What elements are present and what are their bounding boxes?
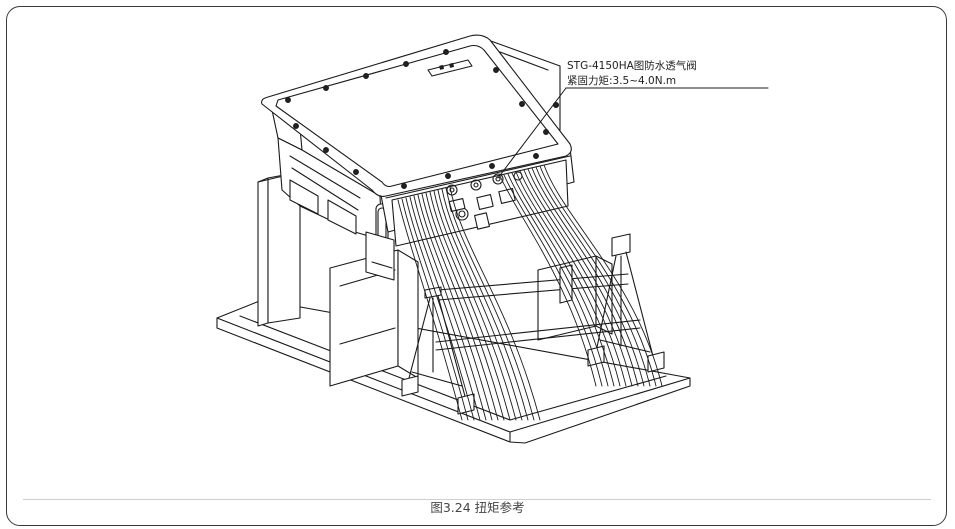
figure-caption: 图3.24 扭矩参考 bbox=[430, 500, 525, 515]
base-frame bbox=[216, 299, 691, 444]
valve-leader-line bbox=[497, 87, 769, 179]
cable-bundle-left bbox=[397, 186, 541, 421]
caption-divider bbox=[23, 499, 931, 500]
cable-bundle-right bbox=[499, 164, 663, 387]
mounting-rack bbox=[401, 233, 665, 415]
valve-callout: STG-4150HA图防水透气阀 紧固力矩:3.5~4.0N.m bbox=[567, 59, 767, 89]
callout-torque-line: 紧固力矩:3.5~4.0N.m bbox=[567, 75, 677, 87]
callout-model-line: STG-4150HA图防水透气阀 bbox=[567, 60, 697, 72]
inverter-unit bbox=[261, 34, 575, 281]
connector-panel bbox=[391, 159, 569, 247]
